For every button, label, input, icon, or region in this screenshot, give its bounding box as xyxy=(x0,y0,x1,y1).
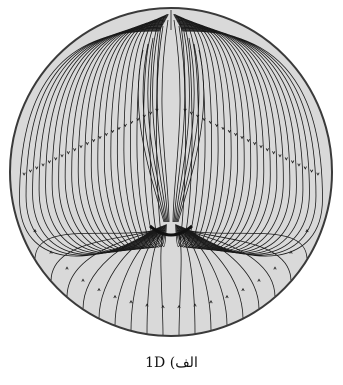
streamline-figure xyxy=(0,0,343,345)
figure-caption: 1D (الف xyxy=(0,355,343,371)
sphere-background xyxy=(10,8,332,336)
